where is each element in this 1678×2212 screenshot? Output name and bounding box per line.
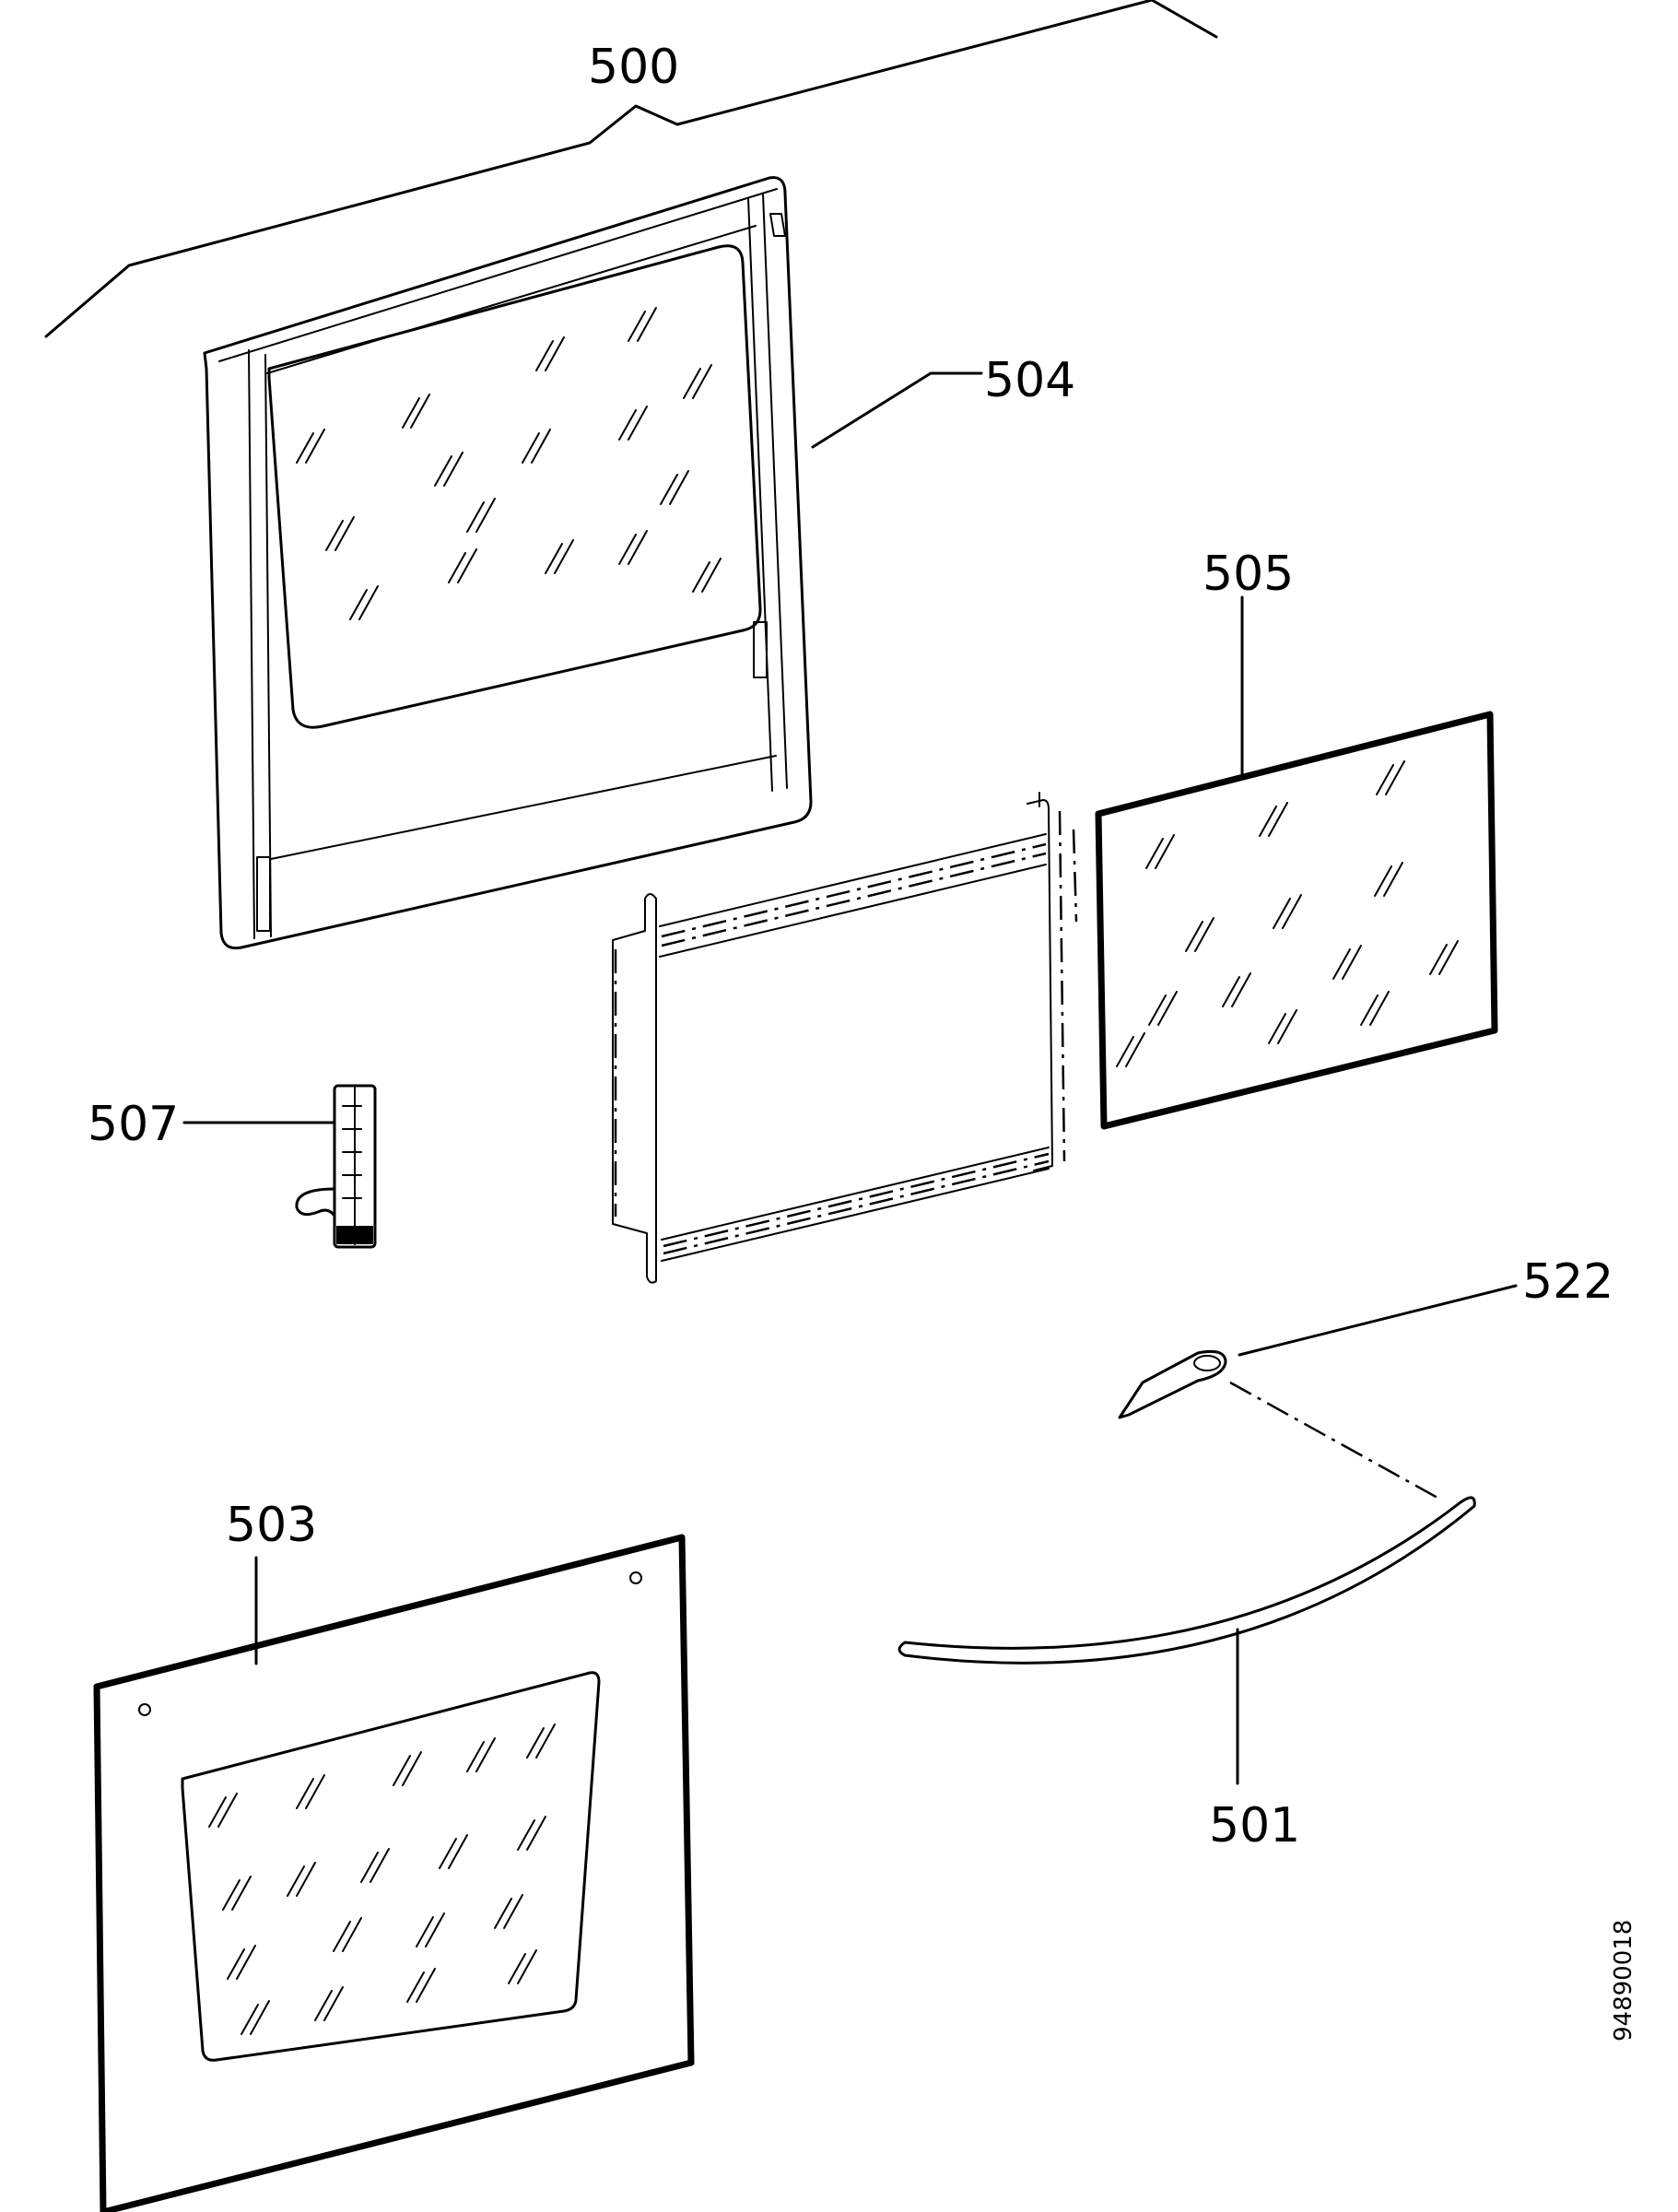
leader-504 (811, 371, 983, 449)
label-507: 507 (88, 1097, 179, 1152)
outer-door-panel-503 (93, 1534, 695, 2212)
label-522: 522 (1522, 1254, 1613, 1310)
label-504: 504 (984, 353, 1075, 408)
hinge-507 (295, 1084, 377, 1249)
drawing-reference-number: 94890018 (1610, 1920, 1637, 2041)
handle-501 (898, 1496, 1476, 1665)
label-501: 501 (1209, 1798, 1300, 1853)
label-505: 505 (1203, 547, 1294, 602)
inner-door-frame-504 (203, 176, 813, 950)
label-500: 500 (588, 40, 679, 95)
handle-clip-522 (1118, 1349, 1227, 1419)
leader-522 (1229, 1284, 1518, 1500)
label-503: 503 (226, 1498, 317, 1553)
middle-frame (612, 792, 1078, 1284)
assembly-bracket (44, 0, 1218, 338)
inner-glass-505 (1095, 711, 1498, 1130)
